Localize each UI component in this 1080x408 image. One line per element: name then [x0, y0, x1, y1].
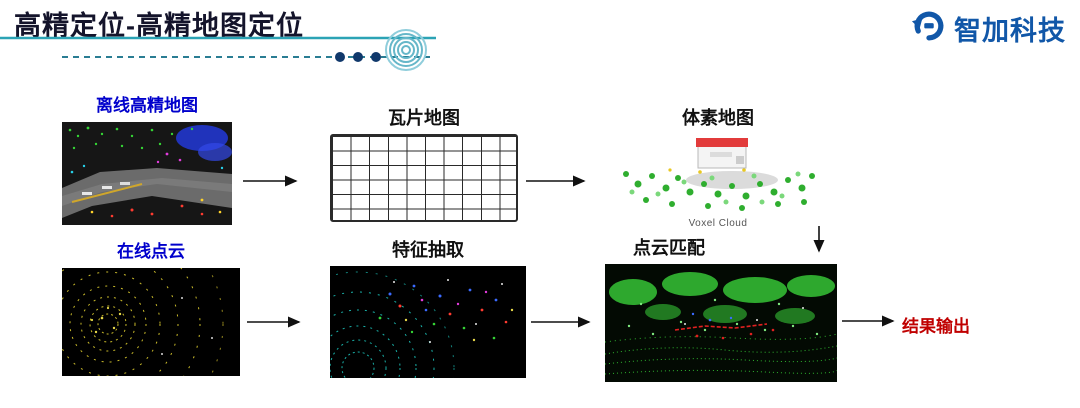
offline-map-label: 离线高精地图	[96, 96, 198, 115]
feature-extract-node: 特征抽取	[330, 240, 526, 378]
title-underline-graphic	[0, 29, 436, 71]
offline-map-node: 离线高精地图	[62, 96, 232, 225]
cloud-match-label: 点云匹配	[633, 238, 705, 258]
logo-icon	[911, 8, 947, 49]
online-cloud-image	[62, 268, 240, 376]
result-output-label: 结果输出	[902, 317, 970, 336]
page-title: 高精定位-高精地图定位	[14, 11, 304, 41]
cloud-match-node: 点云匹配	[605, 238, 837, 382]
feature-extract-image	[330, 266, 526, 378]
logo-text: 智加科技	[954, 16, 1066, 46]
tile-map-grid	[330, 134, 518, 222]
tile-map-label: 瓦片地图	[388, 108, 460, 128]
offline-map-image	[62, 122, 232, 225]
online-cloud-node: 在线点云	[62, 242, 240, 376]
voxel-map-node: 体素地图	[612, 108, 824, 229]
cloud-match-image	[605, 264, 837, 382]
title-underline-decoration	[0, 29, 460, 76]
online-cloud-label: 在线点云	[117, 242, 185, 261]
voxel-map-image	[612, 134, 824, 216]
voxel-map-label: 体素地图	[682, 108, 754, 128]
tile-map-node: 瓦片地图	[330, 108, 518, 222]
voxel-map-caption: Voxel Cloud	[688, 218, 748, 229]
feature-extract-label: 特征抽取	[392, 240, 464, 260]
logo: 智加科技	[911, 8, 1066, 49]
